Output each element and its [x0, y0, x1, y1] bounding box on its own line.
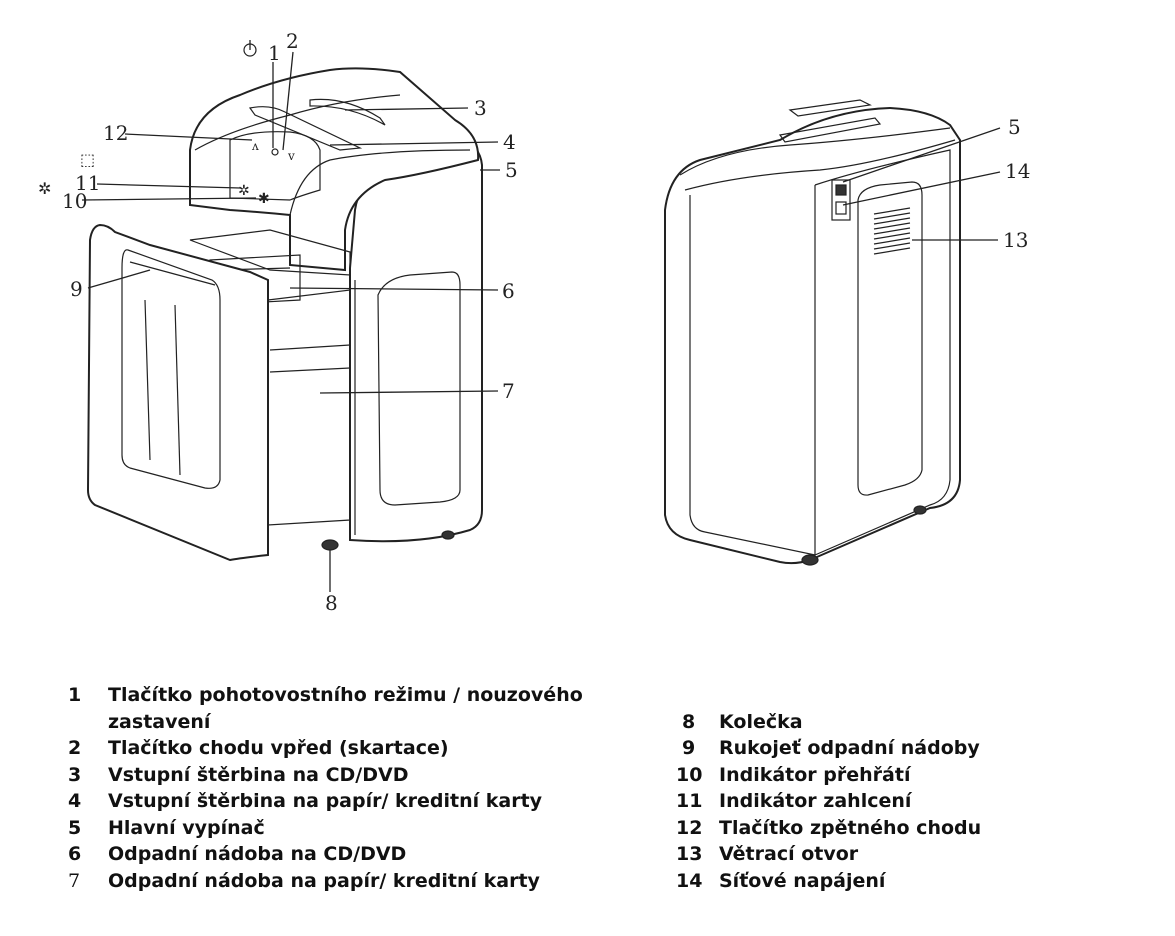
legend-num: 7 [68, 869, 81, 892]
shredder-diagram: ᴧ v ✲ ✱ ⬚ ✲ [38, 29, 1030, 615]
legend-text: Hlavní vypínač [108, 816, 265, 839]
legend-text: Tlačítko chodu vpřed (skartace) [108, 737, 449, 759]
legend-num: 2 [68, 737, 82, 759]
callout-13: 13 [1003, 228, 1028, 252]
front-callout-lines [81, 51, 500, 592]
callout-14: 14 [1005, 159, 1030, 183]
callout-5-back: 5 [1008, 115, 1021, 139]
legend-text: Tlačítko pohotovostního režimu / nouzové… [108, 684, 583, 706]
legend-num: 3 [68, 763, 82, 786]
legend-text: Kolečka [719, 710, 803, 733]
callout-2: 2 [286, 29, 299, 53]
legend-num: 9 [682, 737, 696, 759]
callout-7: 7 [502, 379, 515, 403]
svg-text:✲: ✲ [238, 183, 250, 199]
legend-left: 1 Tlačítko pohotovostního režimu / nouzo… [68, 682, 628, 902]
callout-1: 1 [268, 41, 281, 65]
legend-text: Indikátor zahlcení [719, 790, 912, 812]
back-view-shredder [664, 99, 961, 566]
callout-12: 12 [103, 121, 128, 145]
legend-num: 6 [68, 843, 82, 865]
legend-num: 11 [676, 790, 703, 812]
legend-num: 1 [68, 684, 82, 706]
legend-right: 8 Kolečka 9 Rukojeť odpadní nádoby 10 In… [676, 709, 1096, 899]
callout-8: 8 [325, 591, 338, 615]
svg-text:✱: ✱ [258, 191, 270, 207]
back-callout-lines [842, 127, 1001, 241]
legend-text: zastavení [108, 710, 211, 733]
legend-text: Tlačítko zpětného chodu [719, 816, 982, 839]
legend-text: Vstupní štěrbina na CD/DVD [108, 763, 409, 786]
front-view-shredder: ᴧ v ✲ ✱ ⬚ ✲ [38, 40, 483, 562]
legend-text: Větrací otvor [719, 843, 859, 865]
legend-text: Rukojeť odpadní nádoby [719, 737, 980, 759]
svg-text:ᴧ: ᴧ [251, 139, 259, 153]
callout-10: 10 [62, 189, 87, 213]
vent-grille [873, 207, 911, 255]
legend-num: 14 [676, 869, 703, 892]
legend-num: 12 [676, 816, 703, 839]
callout-11: 11 [75, 171, 100, 195]
svg-text:✲: ✲ [38, 179, 51, 198]
legend-text: Indikátor přehřátí [719, 763, 911, 786]
legend-text: Vstupní štěrbina na papír/ kreditní kart… [108, 790, 543, 812]
legend-num: 4 [68, 790, 82, 812]
legend-text: Síťové napájení [719, 869, 886, 892]
callout-6: 6 [502, 279, 515, 303]
legend-num: 5 [68, 816, 82, 839]
svg-text:v: v [287, 149, 295, 163]
callout-3: 3 [474, 96, 487, 120]
callout-4: 4 [503, 130, 516, 154]
svg-text:⬚: ⬚ [80, 150, 95, 169]
callout-5: 5 [505, 158, 518, 182]
legend-num: 13 [676, 843, 703, 865]
legend-text: Odpadní nádoba na CD/DVD [108, 843, 407, 865]
legend-text: Odpadní nádoba na papír/ kreditní karty [108, 869, 540, 892]
callout-numbers: 1 2 3 4 12 5 11 10 9 6 7 8 5 14 13 [62, 29, 1030, 615]
legend-num: 10 [676, 763, 703, 786]
callout-9: 9 [70, 277, 83, 301]
legend-num: 8 [682, 710, 696, 733]
